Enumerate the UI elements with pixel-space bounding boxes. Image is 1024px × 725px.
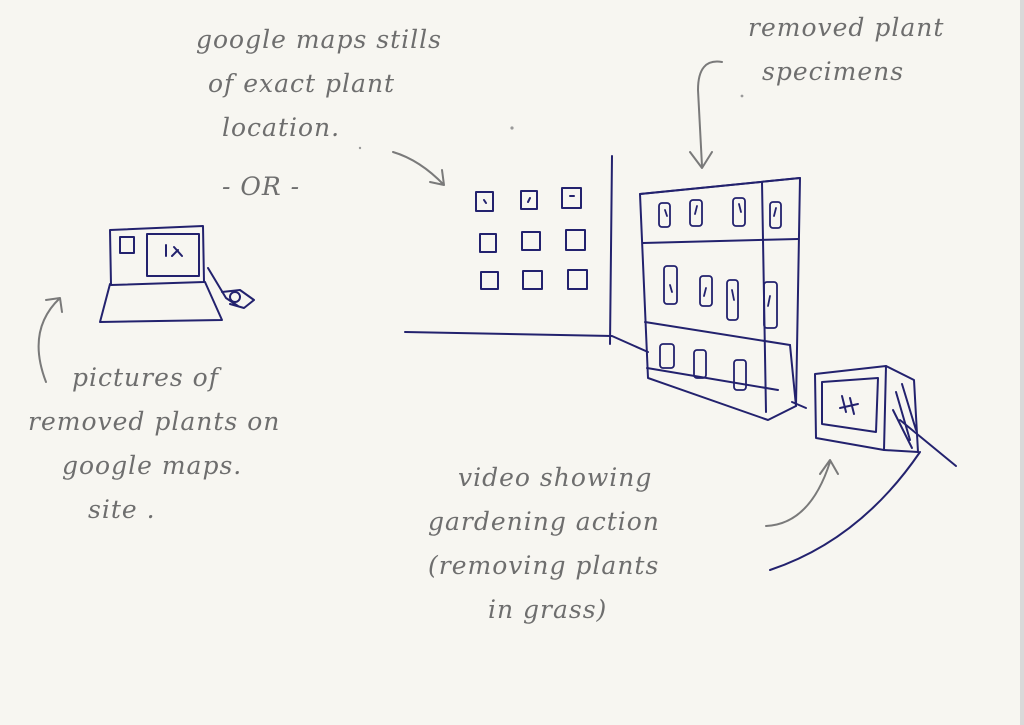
note-line: removed plants on: [28, 407, 281, 436]
note-line: (removing plants: [428, 551, 660, 580]
note-line: specimens: [762, 57, 905, 86]
map-stills-grid: [475, 187, 588, 290]
note-line: location.: [222, 113, 341, 142]
note-line: gardening action: [428, 507, 660, 536]
note-line: video showing: [458, 463, 653, 492]
scan-edge: [1020, 0, 1024, 725]
note-line: removed plant: [748, 13, 945, 42]
note-line: of exact plant: [208, 69, 396, 98]
note-line: in grass): [488, 595, 608, 624]
note-line: pictures of: [72, 363, 219, 392]
video-action-note: video showing gardening action (removing…: [428, 456, 660, 632]
note-line: - OR -: [222, 172, 301, 201]
monitor-icon: [769, 365, 957, 571]
note-line: google maps stills: [196, 25, 442, 54]
removed-specimens-note: removed plant specimens: [748, 6, 944, 94]
note-line: site .: [88, 495, 156, 524]
or-divider: - OR -: [222, 165, 300, 209]
laptop-icon: [99, 225, 255, 323]
room-lines: [404, 155, 649, 353]
note-line: google maps.: [62, 451, 243, 480]
pictures-on-maps-note: pictures of removed plants on google map…: [28, 356, 280, 532]
specimen-shelf: [639, 177, 801, 421]
google-maps-stills-note: google maps stills of exact plant locati…: [196, 18, 442, 150]
annotation-arrows: [37, 60, 839, 527]
paper-specks: [358, 94, 744, 150]
